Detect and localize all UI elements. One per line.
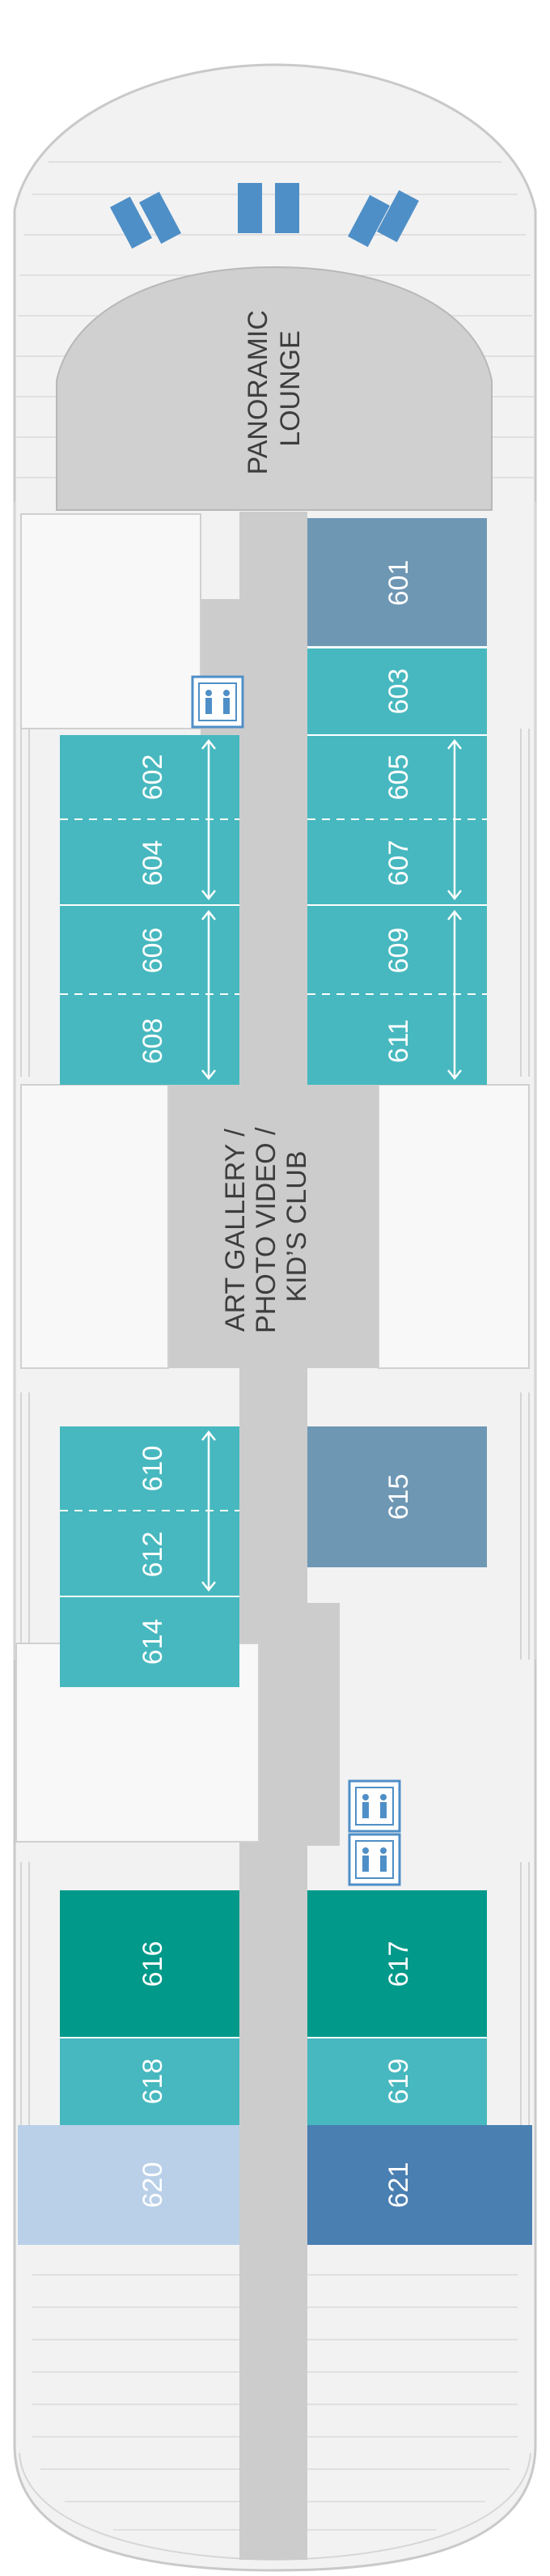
forward-room-left — [20, 513, 201, 729]
cabin-label-609: 609 — [383, 928, 414, 974]
cabin-618[interactable] — [60, 2038, 239, 2125]
cabin-label-607: 607 — [383, 840, 414, 886]
double-headed-arrow-icon — [201, 738, 462, 1592]
cabin-614[interactable] — [60, 1596, 239, 1687]
cabin-601[interactable] — [307, 518, 487, 646]
cabin-label-610: 610 — [138, 1446, 168, 1492]
cabin-620[interactable] — [18, 2125, 239, 2245]
cabin-616[interactable] — [60, 1890, 239, 2038]
mid-room-left — [20, 1084, 169, 1369]
cabin-label-601: 601 — [383, 560, 414, 606]
cabin-label-606: 606 — [138, 928, 168, 974]
cabin-619[interactable] — [307, 2038, 487, 2125]
cabin-label-621: 621 — [383, 2162, 414, 2208]
cabin-label-611: 611 — [383, 1019, 414, 1063]
cabin-label-604: 604 — [138, 840, 168, 886]
art-gallery-label: ART GALLERY / PHOTO VIDEO / KID’S CLUB — [220, 1120, 312, 1333]
mid-room-right — [378, 1084, 530, 1369]
cabin-label-614: 614 — [138, 1619, 168, 1665]
cabin-label-615: 615 — [383, 1474, 414, 1520]
cabin-621[interactable] — [307, 2125, 532, 2245]
central-corridor — [239, 512, 307, 2560]
cabin-603[interactable] — [307, 648, 487, 735]
cabin-labels: 601 603 605 607 609 611 602 604 606 608 … — [138, 560, 414, 2208]
cabin-label-605: 605 — [383, 755, 414, 801]
cabin-label-619: 619 — [383, 2059, 414, 2105]
deck-chair-icon — [110, 183, 419, 249]
cabin-label-602: 602 — [138, 755, 168, 801]
cabin-label-618: 618 — [138, 2059, 168, 2105]
panoramic-lounge-label: PANORAMIC LOUNGE — [243, 303, 306, 475]
cabin-label-603: 603 — [383, 669, 414, 715]
cabin-label-612: 612 — [138, 1532, 168, 1578]
cabin-label-616: 616 — [138, 1941, 168, 1987]
cabin-label-617: 617 — [383, 1941, 414, 1987]
panoramic-lounge — [56, 266, 493, 511]
cabin-label-608: 608 — [138, 1018, 168, 1065]
cabin-solid-dividers — [60, 647, 487, 2038]
elevator-icon — [348, 1779, 401, 1833]
elevator-icon — [348, 1833, 401, 1886]
cabin-label-620: 620 — [138, 2162, 168, 2208]
art-gallery-area — [168, 1085, 379, 1368]
elevator-icon — [191, 675, 244, 729]
cabin-617[interactable] — [307, 1890, 487, 2038]
cabin-615[interactable] — [307, 1426, 487, 1567]
corridor-jog-right — [307, 1603, 340, 1846]
